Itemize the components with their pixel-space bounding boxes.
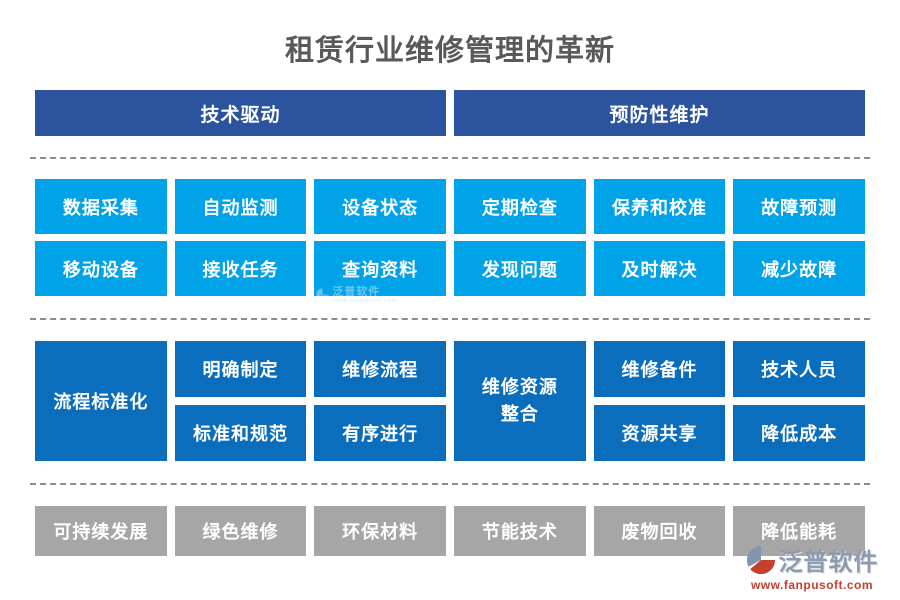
- box-spare-parts: 维修备件: [593, 341, 726, 397]
- box-process-standardization: 流程标准化: [35, 341, 167, 461]
- section-header-technology-driven: 技术驱动: [35, 90, 446, 136]
- box-clear-formulation: 明确制定: [174, 341, 307, 397]
- box-find-problems: 发现问题: [454, 241, 586, 296]
- box-query-data: 查询资料 泛普软件 www.fanpusoft.com: [314, 241, 446, 304]
- diagram-grid: 技术驱动 预防性维护 数据采集 自动监测 设备状态 定期检查 保养和校准 故障预…: [30, 90, 870, 556]
- box-cost-reduction: 降低成本: [733, 405, 865, 461]
- box-maintenance-calibration: 保养和校准: [593, 179, 726, 234]
- box-orderly-execution: 有序进行: [314, 405, 446, 461]
- fanpu-logo-icon: [746, 545, 775, 574]
- box-mobile-devices: 移动设备: [35, 241, 167, 296]
- box-timely-resolution: 及时解决: [593, 241, 726, 296]
- box-fault-prediction: 故障预测: [733, 179, 865, 234]
- box-query-data-label: 查询资料: [342, 259, 419, 280]
- box-periodic-inspection: 定期检查: [454, 179, 586, 234]
- fanpu-brand-name: 泛普软件: [778, 549, 879, 576]
- box-energy-saving-technology: 节能技术: [454, 506, 586, 556]
- diagram-title: 租赁行业维修管理的革新: [284, 35, 615, 67]
- fanpu-watermark-logo: 泛普软件 www.fanpusoft.com: [736, 542, 888, 592]
- box-standards-specifications: 标准和规范: [174, 405, 307, 461]
- section-header-preventive-maintenance: 预防性维护: [454, 90, 865, 136]
- embedded-watermark-url: www.fanpusoft.com: [332, 298, 398, 304]
- box-resource-sharing: 资源共享: [593, 405, 726, 461]
- box-maintenance-process: 维修流程: [314, 341, 446, 397]
- box-equipment-status: 设备状态: [314, 179, 446, 234]
- embedded-watermark-brand: 泛普软件: [332, 285, 381, 298]
- fanpu-website-url: www.fanpusoft.com: [750, 578, 874, 592]
- box-green-maintenance: 绿色维修: [174, 506, 307, 556]
- embedded-watermark: 泛普软件 www.fanpusoft.com: [316, 286, 397, 304]
- dashed-divider-1: [30, 156, 870, 159]
- box-auto-monitoring: 自动监测: [174, 179, 307, 234]
- fanpu-logo-icon-faint: [316, 288, 329, 302]
- box-resource-integration: 维修资源整合: [454, 341, 586, 461]
- box-sustainable-development: 可持续发展: [35, 506, 167, 556]
- box-eco-materials: 环保材料: [314, 506, 446, 556]
- box-data-collection: 数据采集: [35, 179, 167, 234]
- box-reduce-faults: 减少故障: [733, 241, 865, 296]
- dashed-divider-2: [30, 317, 870, 320]
- box-receive-tasks: 接收任务: [174, 241, 307, 296]
- box-technical-staff: 技术人员: [733, 341, 865, 397]
- dashed-divider-3: [30, 482, 870, 485]
- box-waste-recycling: 废物回收: [593, 506, 726, 556]
